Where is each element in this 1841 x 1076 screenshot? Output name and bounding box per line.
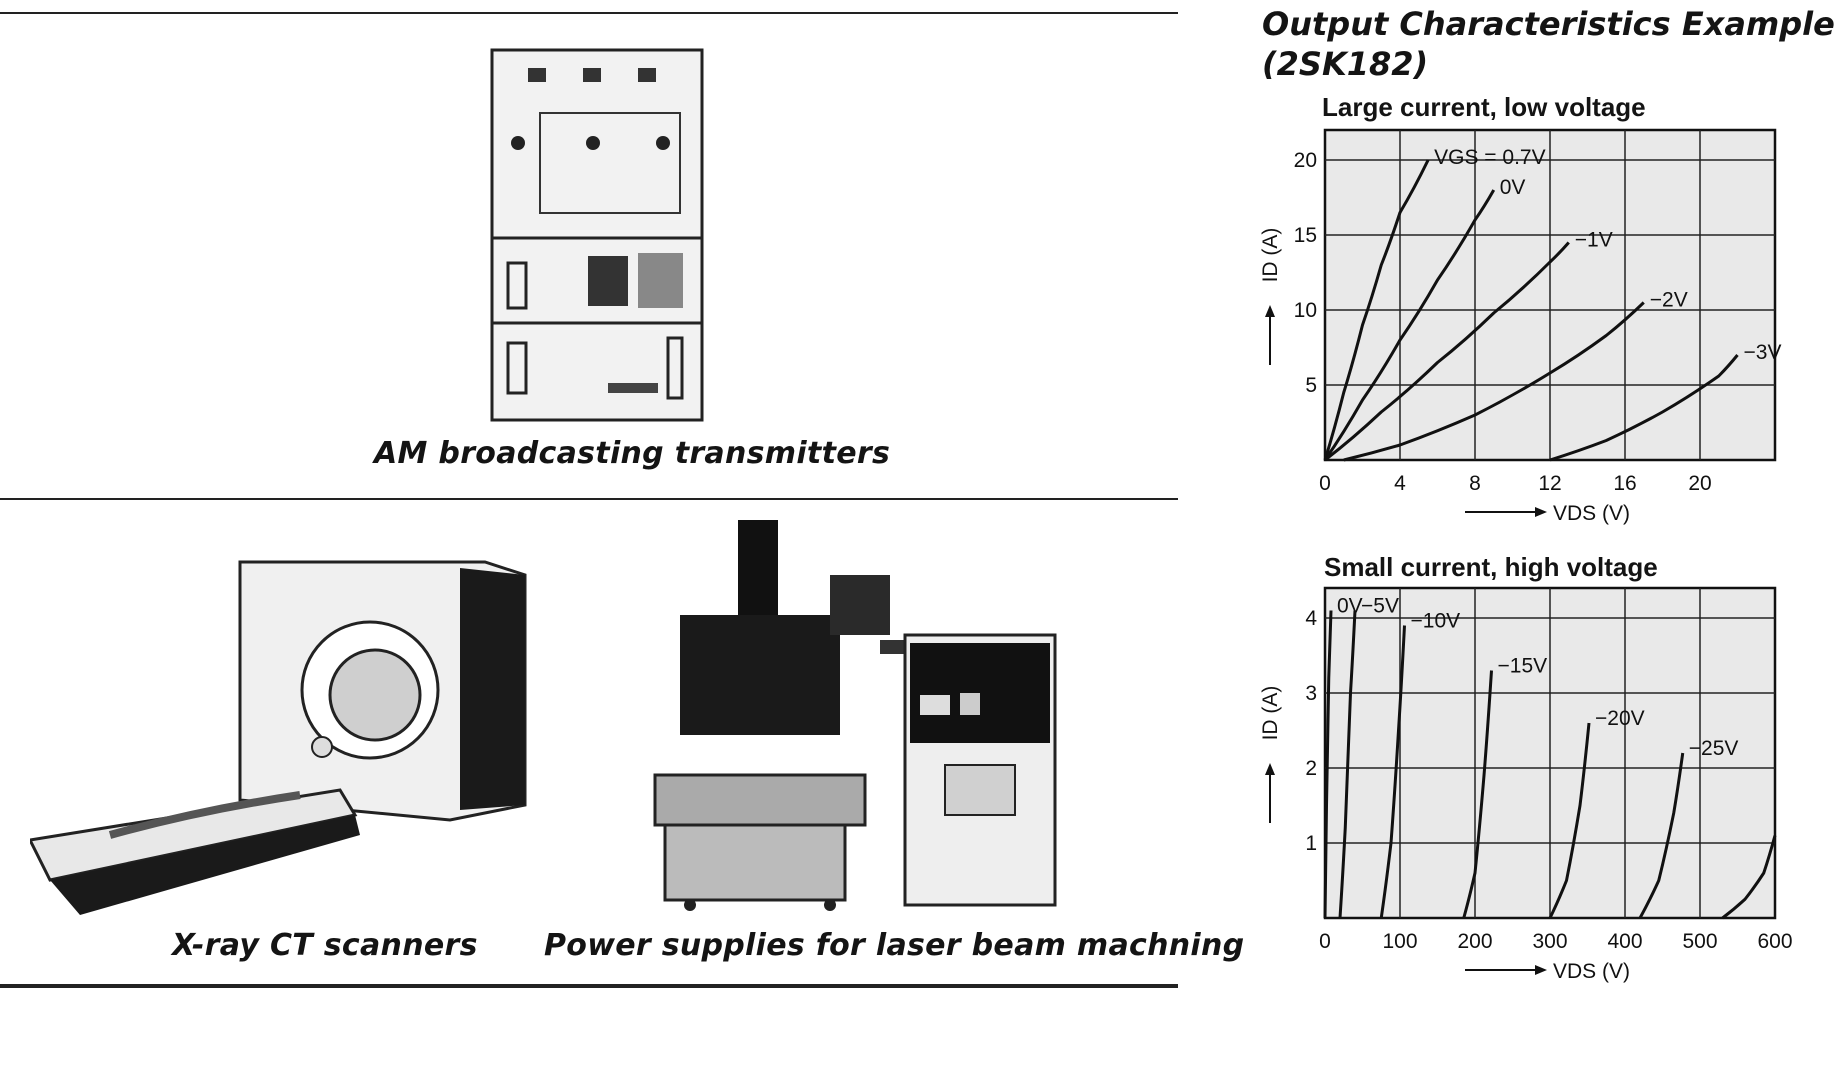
caption-ct-scanners: X-ray CT scanners (172, 928, 478, 963)
x-tick-label: 20 (1688, 472, 1711, 495)
caption-am-transmitters: AM broadcasting transmitters (374, 436, 891, 471)
chart1-title: Large current, low voltage (1322, 92, 1646, 122)
x-tick-label: 200 (1457, 930, 1492, 953)
laser-machine-image (653, 520, 1057, 911)
series-label: −25V (1689, 737, 1739, 760)
series-line (1323, 610, 1333, 919)
series-label: −10V (1411, 610, 1461, 633)
series-line (1548, 722, 1591, 919)
top-rule (0, 12, 1178, 14)
series-line (1324, 241, 1570, 462)
series-line (1462, 670, 1493, 919)
series-line (1638, 752, 1685, 919)
y-axis-label: ID (A) (1259, 228, 1282, 283)
series-line (1343, 301, 1645, 462)
series-line (1338, 610, 1357, 919)
x-axis-label: VDS (V) (1553, 960, 1630, 983)
x-tick-label: 0 (1319, 930, 1331, 953)
series-label: −5V (1361, 595, 1399, 618)
y-tick-label: 15 (1294, 224, 1317, 247)
am-transmitter-image (490, 48, 704, 422)
series-label: −20V (1595, 707, 1645, 730)
y-axis-label: ID (A) (1259, 686, 1282, 741)
x-tick-label: 500 (1682, 930, 1717, 953)
y-tick-label: 20 (1294, 149, 1317, 172)
x-axis-arrowhead (1535, 507, 1547, 517)
y-axis-arrowhead (1265, 305, 1275, 317)
x-axis-arrowhead (1535, 965, 1547, 975)
series-label: −2V (1650, 289, 1688, 312)
series-line (1323, 159, 1430, 461)
y-tick-label: 3 (1305, 682, 1317, 705)
x-tick-label: 16 (1613, 472, 1636, 495)
series-label: −1V (1575, 229, 1613, 252)
series-label: 0V (1337, 595, 1363, 618)
series-line (1549, 354, 1739, 462)
x-tick-label: 100 (1382, 930, 1417, 953)
caption-laser-power-supplies: Power supplies for laser beam machning (544, 928, 1245, 963)
y-tick-label: 2 (1305, 757, 1317, 780)
ct-scanner-image (30, 560, 527, 915)
bottom-rule (0, 984, 1178, 988)
panel-title-line1: Output Characteristics Example (1262, 5, 1835, 43)
series-label: −3V (1744, 341, 1782, 364)
x-tick-label: 4 (1394, 472, 1406, 495)
panel-title-line2: (2SK182) (1262, 45, 1429, 83)
y-tick-label: 10 (1294, 299, 1317, 322)
x-tick-label: 600 (1757, 930, 1792, 953)
x-tick-label: 300 (1532, 930, 1567, 953)
x-tick-label: 8 (1469, 472, 1481, 495)
x-tick-label: 400 (1607, 930, 1642, 953)
y-tick-label: 4 (1305, 607, 1317, 630)
middle-rule (0, 498, 1178, 500)
y-axis-arrowhead (1265, 763, 1275, 775)
series-line (1323, 189, 1496, 461)
panel-title: Output Characteristics Example (2SK182) (1262, 4, 1835, 84)
x-tick-label: 12 (1538, 472, 1561, 495)
series-label: VGS = 0.7V (1434, 146, 1545, 169)
y-tick-label: 5 (1305, 374, 1317, 397)
series-line (1721, 835, 1777, 920)
chart2-title: Small current, high voltage (1324, 552, 1658, 582)
series-label: 0V (1500, 176, 1526, 199)
series-label: −15V (1498, 655, 1548, 678)
x-tick-label: 0 (1319, 472, 1331, 495)
y-tick-label: 1 (1305, 832, 1317, 855)
x-axis-label: VDS (V) (1553, 502, 1630, 525)
series-line (1379, 625, 1406, 919)
